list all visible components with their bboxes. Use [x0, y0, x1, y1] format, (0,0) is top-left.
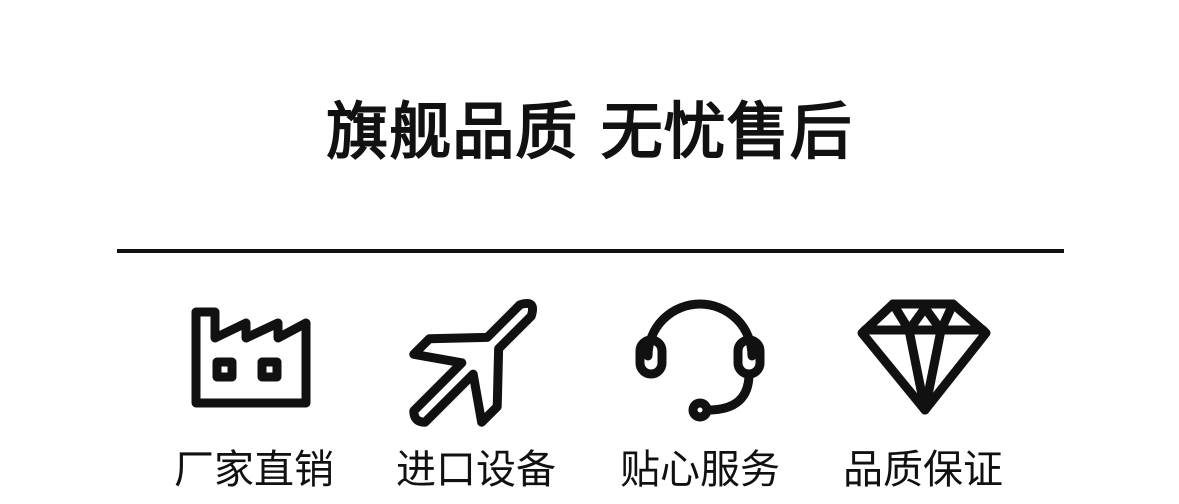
feature-imported-equipment: 进口设备: [366, 290, 586, 504]
section-divider: [117, 249, 1064, 253]
feature-quality-assurance: 品质保证: [813, 290, 1033, 504]
feature-label-quality-assurance: 品质保证: [843, 447, 1003, 493]
feature-label-factory-direct: 厂家直销: [174, 447, 334, 493]
page-headline: 旗舰品质 无忧售后: [326, 95, 853, 168]
feature-label-attentive-service: 贴心服务: [620, 447, 780, 493]
feature-label-imported-equipment: 进口设备: [396, 447, 556, 493]
headset-icon: [590, 290, 810, 430]
airplane-icon: [366, 290, 586, 430]
factory-icon: [144, 290, 364, 430]
diamond-icon: [813, 290, 1033, 430]
feature-factory-direct: 厂家直销: [144, 290, 364, 504]
feature-attentive-service: 贴心服务: [590, 290, 810, 504]
